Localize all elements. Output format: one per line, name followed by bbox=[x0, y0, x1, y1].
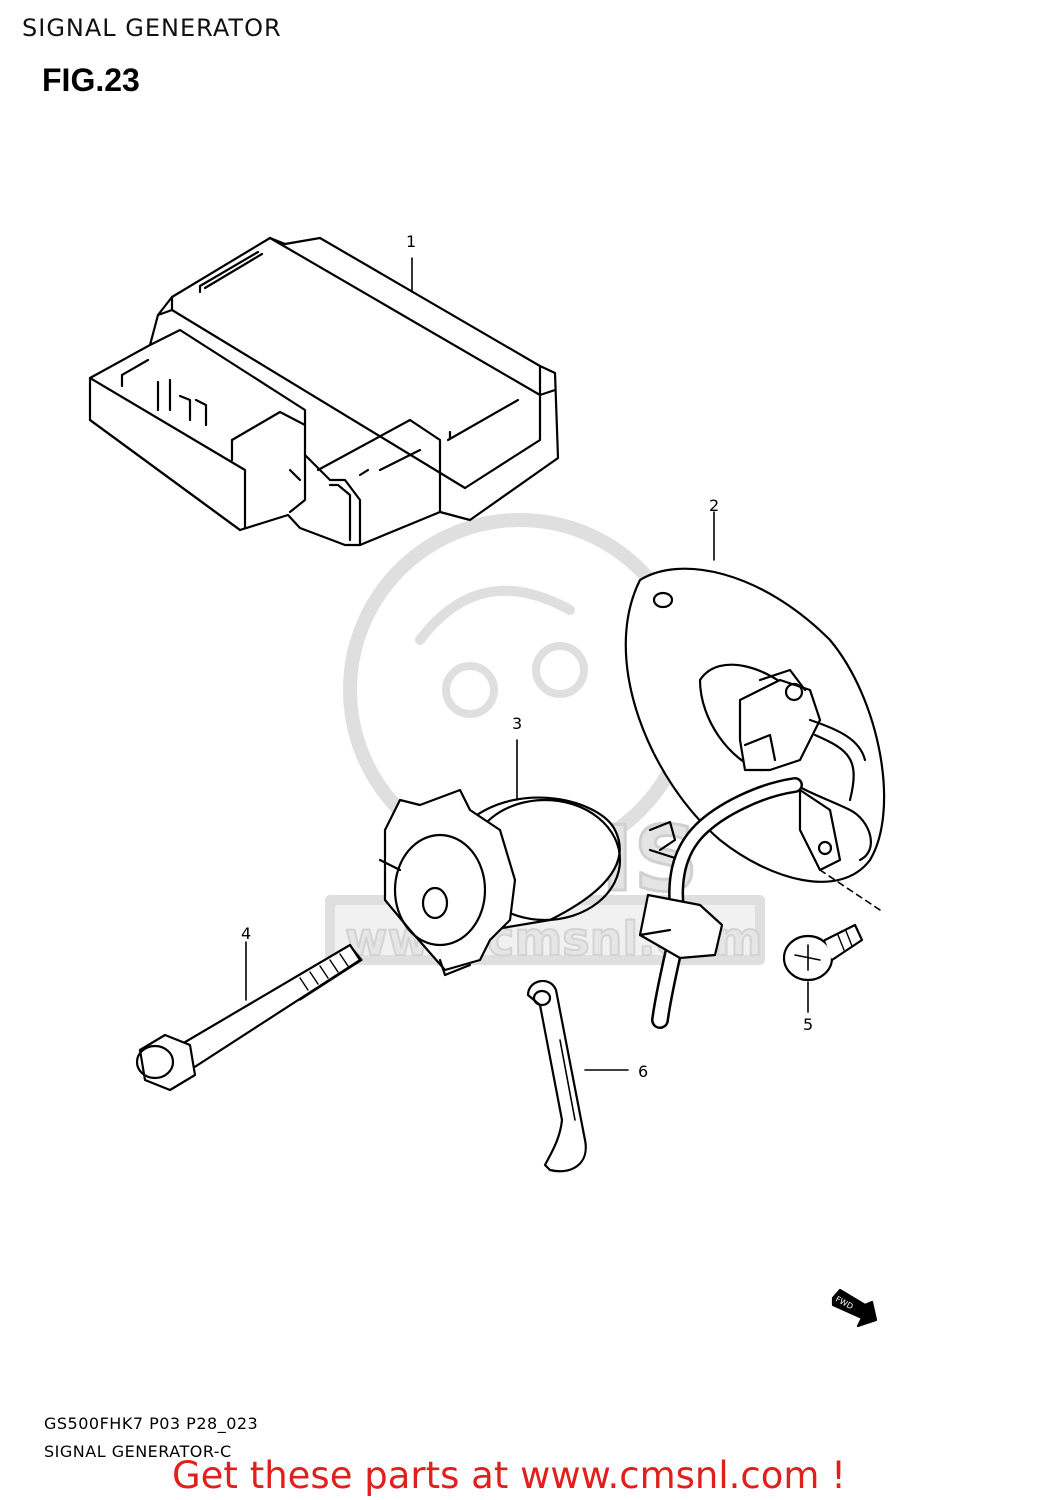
part-2-pickup-plate bbox=[624, 511, 886, 1029]
fwd-arrow-icon bbox=[831, 1288, 878, 1328]
part-6-clamp bbox=[526, 979, 629, 1173]
figure-number: FIG.23 bbox=[42, 62, 140, 98]
callout-2: 2 bbox=[709, 496, 720, 515]
sheet-title: SIGNAL GENERATOR bbox=[22, 14, 282, 42]
part-5-screw bbox=[782, 923, 864, 1013]
callout-5: 5 bbox=[803, 1015, 814, 1034]
callout-1: 1 bbox=[406, 232, 417, 251]
diagram-subtitle: SIGNAL GENERATOR-C bbox=[44, 1442, 232, 1461]
part-4-bolt bbox=[135, 941, 363, 1092]
part-3-rotor bbox=[378, 739, 622, 977]
callout-4: 4 bbox=[241, 924, 252, 943]
diagram-code: GS500FHK7 P03 P28_023 bbox=[44, 1414, 259, 1433]
part-1-igniter-unit bbox=[88, 236, 560, 547]
callout-3: 3 bbox=[512, 714, 523, 733]
callout-6: 6 bbox=[638, 1062, 649, 1081]
parts-link-banner[interactable]: Get these parts at www.cmsnl.com ! bbox=[172, 1454, 847, 1497]
